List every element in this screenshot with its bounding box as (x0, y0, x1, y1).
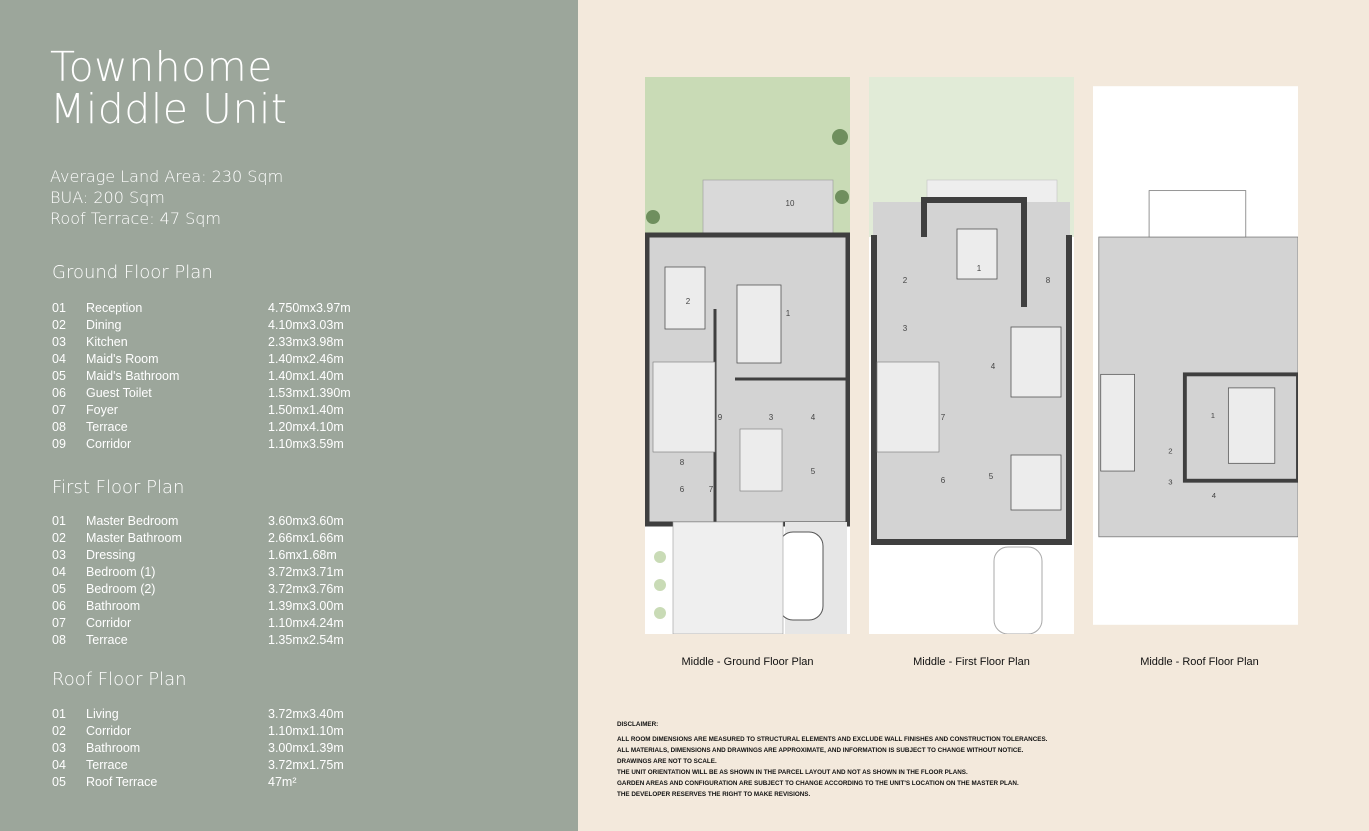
room-label: 4 (811, 413, 816, 422)
roof-terrace-area: Roof Terrace: 47 Sqm (50, 209, 222, 228)
title-line-2: Middle Unit (50, 85, 288, 133)
kitchen-counter (739, 428, 783, 492)
room-label: 2 (903, 276, 908, 285)
bed-icon (956, 228, 998, 280)
disclaimer-line: ALL MATERIALS, DIMENSIONS AND DRAWINGS A… (617, 747, 1024, 754)
room-label: 5 (989, 472, 994, 481)
unit-specs: Average Land Area: 230 Sqm BUA: 200 Sqm … (50, 166, 283, 229)
first-floor-caption: Middle - First Floor Plan (913, 656, 1030, 668)
terrace-paving (702, 179, 834, 241)
disclaimer-line: ALL ROOM DIMENSIONS ARE MEASURED TO STRU… (617, 736, 1048, 743)
page-title: Townhome Middle Unit (50, 46, 287, 130)
tree-icon (832, 129, 848, 145)
room-label: 4 (991, 362, 996, 371)
room-label: 1 (1211, 411, 1215, 420)
ground-floor-caption: Middle - Ground Floor Plan (681, 656, 814, 668)
bua: BUA: 200 Sqm (50, 188, 165, 207)
shrub-icon (654, 551, 666, 563)
room-label: 2 (686, 297, 691, 306)
room-label: 7 (941, 413, 946, 422)
land-area: Average Land Area: 230 Sqm (50, 167, 284, 186)
room-label: 8 (1046, 276, 1051, 285)
room-label: 2 (1168, 447, 1172, 456)
room-label: 7 (709, 485, 714, 494)
disclaimer-line: THE DEVELOPER RESERVES THE RIGHT TO MAKE… (617, 791, 811, 798)
bed-icon (1010, 326, 1062, 398)
shrub-icon (654, 579, 666, 591)
ground-floor-heading: Ground Floor Plan (52, 262, 213, 283)
sofa (1227, 387, 1276, 464)
tree-icon (646, 210, 660, 224)
staircase (876, 361, 940, 453)
shrub-icon (654, 607, 666, 619)
roof-floor-plan: 1 2 3 4 (1093, 86, 1298, 625)
staircase (1100, 373, 1135, 472)
dining-table (664, 266, 706, 330)
room-label: 5 (811, 467, 816, 476)
room-label: 3 (769, 413, 774, 422)
title-line-1: Townhome (50, 43, 273, 91)
room-label: 10 (786, 199, 795, 208)
disclaimer-line: THE UNIT ORIENTATION WILL BE AS SHOWN IN… (617, 769, 968, 776)
room-label: 4 (1212, 491, 1217, 500)
tree-icon (835, 190, 849, 204)
staircase (652, 361, 716, 453)
bed-icon (1010, 454, 1062, 511)
room-label: 3 (903, 324, 908, 333)
disclaimer-line: DRAWINGS ARE NOT TO SCALE. (617, 758, 717, 765)
first-floor-heading: First Floor Plan (52, 477, 185, 498)
room-label: 9 (718, 413, 723, 422)
spec-panel: Townhome Middle Unit Average Land Area: … (0, 0, 578, 831)
room-label: 8 (680, 458, 685, 467)
sofa (736, 284, 782, 364)
room-label: 6 (941, 476, 946, 485)
roof-floor-caption: Middle - Roof Floor Plan (1140, 656, 1259, 668)
room-label: 1 (977, 264, 982, 273)
disclaimer-line: GARDEN AREAS AND CONFIGURATION ARE SUBJE… (617, 780, 1019, 787)
car-icon (993, 546, 1043, 634)
disclaimer-heading: DISCLAIMER: (617, 721, 659, 728)
car-icon (778, 531, 824, 621)
room-label: 1 (786, 309, 791, 318)
first-floor-plan: 1 2 3 4 5 6 7 8 (869, 77, 1074, 634)
room-label: 3 (1168, 478, 1172, 487)
disclaimer: DISCLAIMER: ALL ROOM DIMENSIONS ARE MEAS… (617, 719, 1047, 800)
roof-floor-heading: Roof Floor Plan (52, 669, 187, 690)
ground-floor-plan: 1 2 3 4 5 6 7 8 9 10 (645, 77, 850, 634)
front-path (672, 521, 784, 634)
room-label: 6 (680, 485, 685, 494)
